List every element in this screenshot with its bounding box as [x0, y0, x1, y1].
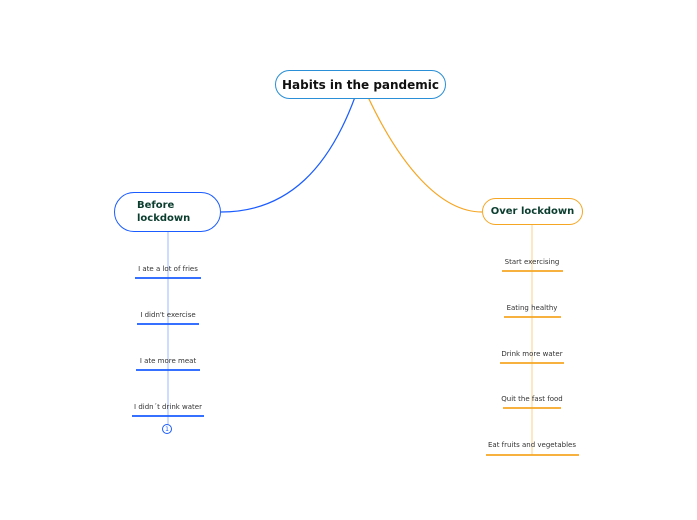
subtopic[interactable]: Start exercising [504, 258, 560, 266]
topic-label: Before lockdown [137, 200, 191, 224]
before-leaf-lines [132, 232, 204, 424]
collapse-toggle[interactable]: 1 [162, 424, 172, 434]
connector-over [367, 96, 483, 213]
subtopic[interactable]: I ate a lot of fries [138, 265, 198, 273]
subtopic[interactable]: I didn't exercise [140, 311, 196, 319]
topic-label: Over lockdown [490, 206, 575, 217]
topic-over-lockdown[interactable]: Over lockdown [482, 198, 583, 225]
subtopic[interactable]: I ate more meat [139, 357, 197, 365]
subtopic[interactable]: Eating healthy [506, 304, 558, 312]
connector-before [220, 96, 356, 213]
subtopic[interactable]: Drink more water [501, 350, 563, 358]
subtopic[interactable]: Eat fruits and vegetables [488, 441, 576, 449]
subtopic[interactable]: I didn´t drink water [134, 403, 202, 411]
topic-before-lockdown[interactable]: Before lockdown [114, 192, 221, 232]
subtopic[interactable]: Quit the fast food [501, 395, 563, 403]
central-topic[interactable]: Habits in the pandemic [275, 70, 446, 99]
central-topic-label: Habits in the pandemic [281, 77, 440, 92]
over-leaf-lines [486, 225, 579, 456]
